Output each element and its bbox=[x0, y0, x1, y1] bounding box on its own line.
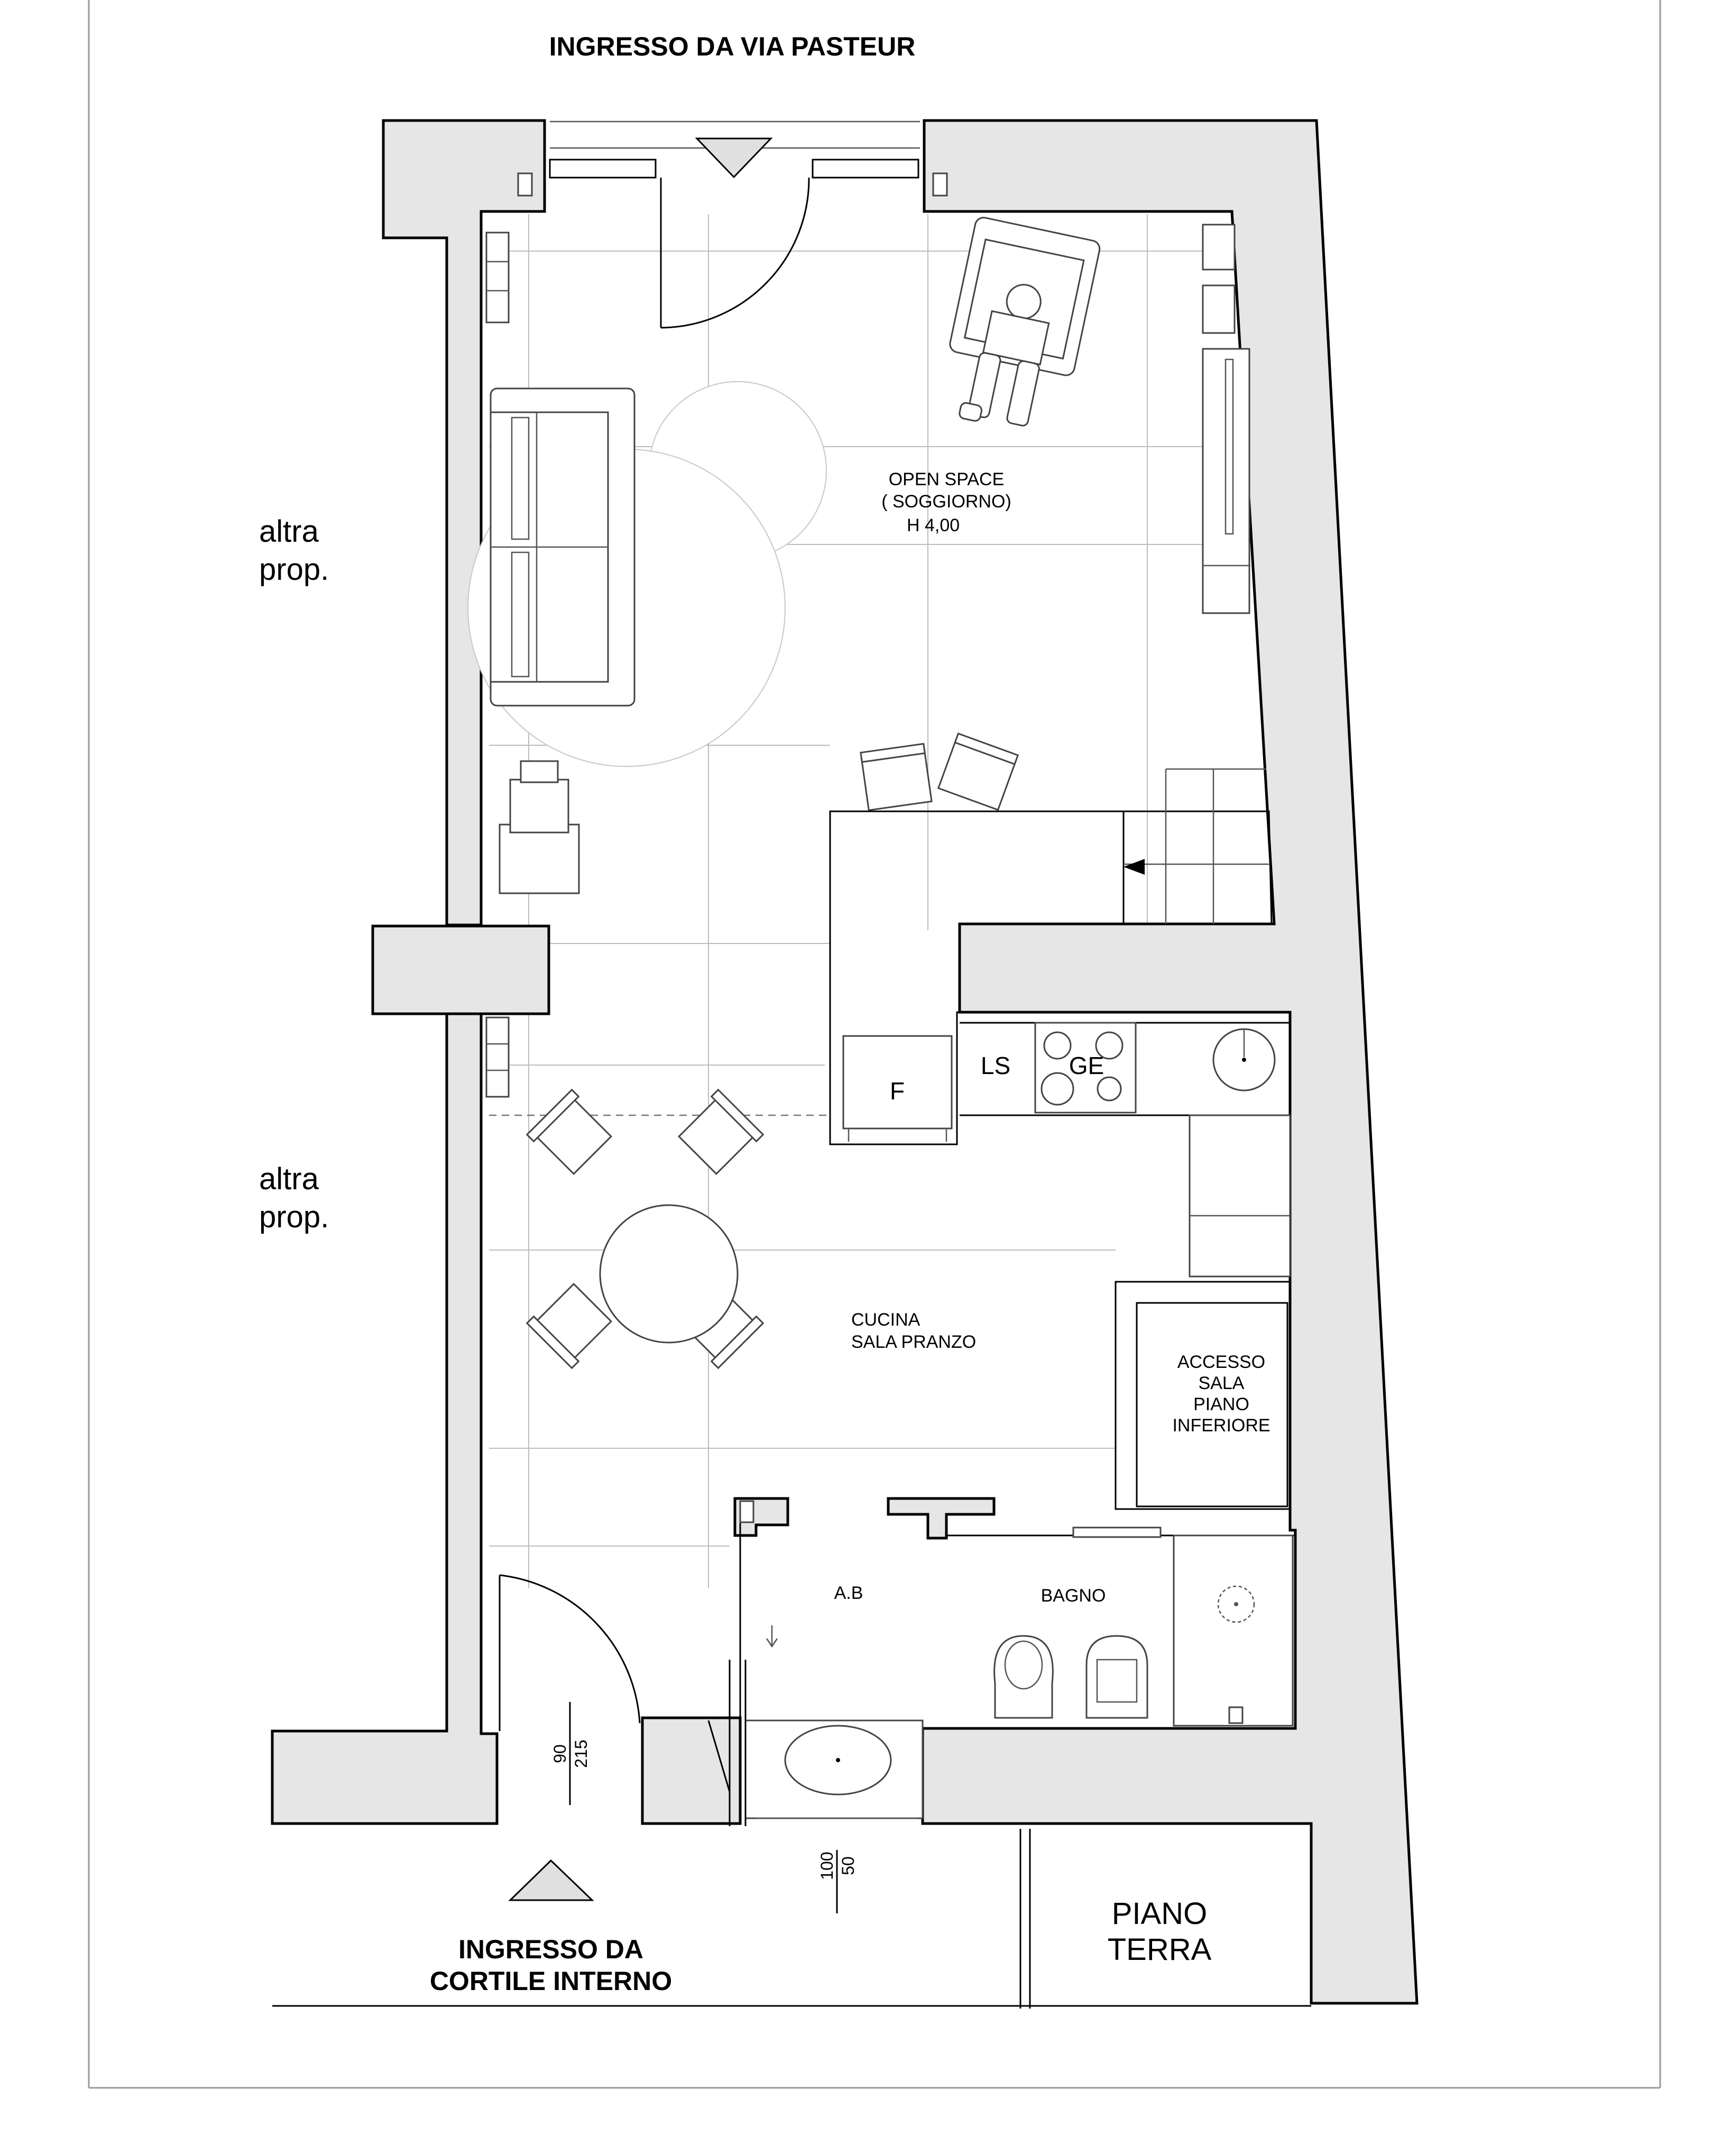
wall-bath-partition-2 bbox=[887, 1497, 996, 1540]
top-entrance-label: INGRESSO DA VIA PASTEUR bbox=[549, 32, 916, 61]
bar-stools bbox=[860, 732, 1019, 811]
window-sill-dim: 50 bbox=[839, 1856, 858, 1875]
window-width-dim: 100 bbox=[817, 1852, 836, 1880]
top-openings bbox=[517, 121, 948, 329]
living-room-height: H 4,00 bbox=[907, 515, 960, 535]
sofa bbox=[490, 387, 636, 707]
kitchen-counter bbox=[829, 810, 1125, 1145]
neighbor-lower-line1: altra bbox=[259, 1162, 319, 1196]
entrance-arrow-top bbox=[695, 137, 773, 179]
neighbor-upper-line1: altra bbox=[259, 514, 319, 549]
door-width-dim: 90 bbox=[550, 1744, 569, 1763]
lower-floor-access bbox=[1115, 1281, 1291, 1510]
neighbor-upper-line2: prop. bbox=[259, 552, 329, 587]
kitchen-label: CUCINA bbox=[851, 1310, 920, 1330]
access-label-3: PIANO bbox=[1193, 1394, 1249, 1414]
bathroom bbox=[707, 1500, 1296, 1826]
living-room-label: OPEN SPACE bbox=[889, 469, 1005, 489]
armchair-with-person bbox=[949, 217, 1101, 427]
wall-right-main bbox=[921, 119, 1419, 2005]
wall-pillar-left bbox=[371, 924, 550, 1015]
access-label-2: SALA bbox=[1199, 1373, 1245, 1393]
kitchen-sublabel: SALA PRANZO bbox=[851, 1332, 976, 1352]
access-label-4: INFERIORE bbox=[1172, 1415, 1270, 1436]
bottom-entrance-label-1: INGRESSO DA bbox=[458, 1935, 643, 1964]
dining-table bbox=[526, 1088, 765, 1370]
living-room-sublabel: ( SOGGIORNO) bbox=[881, 492, 1011, 512]
door-height-dim: 215 bbox=[572, 1739, 591, 1768]
entrance-arrow-bottom bbox=[508, 1859, 594, 1901]
wall-door-jamb-right bbox=[641, 1716, 742, 1825]
floor-label-2: TERRA bbox=[1108, 1932, 1212, 1967]
neighbor-lower-line2: prop. bbox=[259, 1200, 329, 1234]
back-door-swing bbox=[499, 1574, 641, 1731]
staircase bbox=[1124, 768, 1273, 925]
antebagno-label: A.B bbox=[834, 1583, 863, 1603]
front-door-swing bbox=[660, 177, 810, 329]
appliance-hob: GE bbox=[1069, 1052, 1104, 1079]
bathroom-label: BAGNO bbox=[1041, 1586, 1106, 1606]
appliance-fridge: F bbox=[890, 1077, 905, 1105]
wall-niches bbox=[485, 232, 510, 1098]
side-chair bbox=[499, 760, 580, 894]
dimension-markers bbox=[272, 1702, 1311, 2009]
bottom-entrance-label-2: CORTILE INTERNO bbox=[430, 1966, 672, 1996]
access-label-1: ACCESSO bbox=[1177, 1352, 1265, 1372]
wall-left-lower bbox=[271, 1012, 499, 1825]
appliance-dishwasher: LS bbox=[981, 1052, 1010, 1079]
kitchen-units bbox=[960, 1022, 1291, 1278]
tv-cabinet bbox=[1202, 224, 1250, 614]
floor-label-1: PIANO bbox=[1112, 1896, 1208, 1931]
